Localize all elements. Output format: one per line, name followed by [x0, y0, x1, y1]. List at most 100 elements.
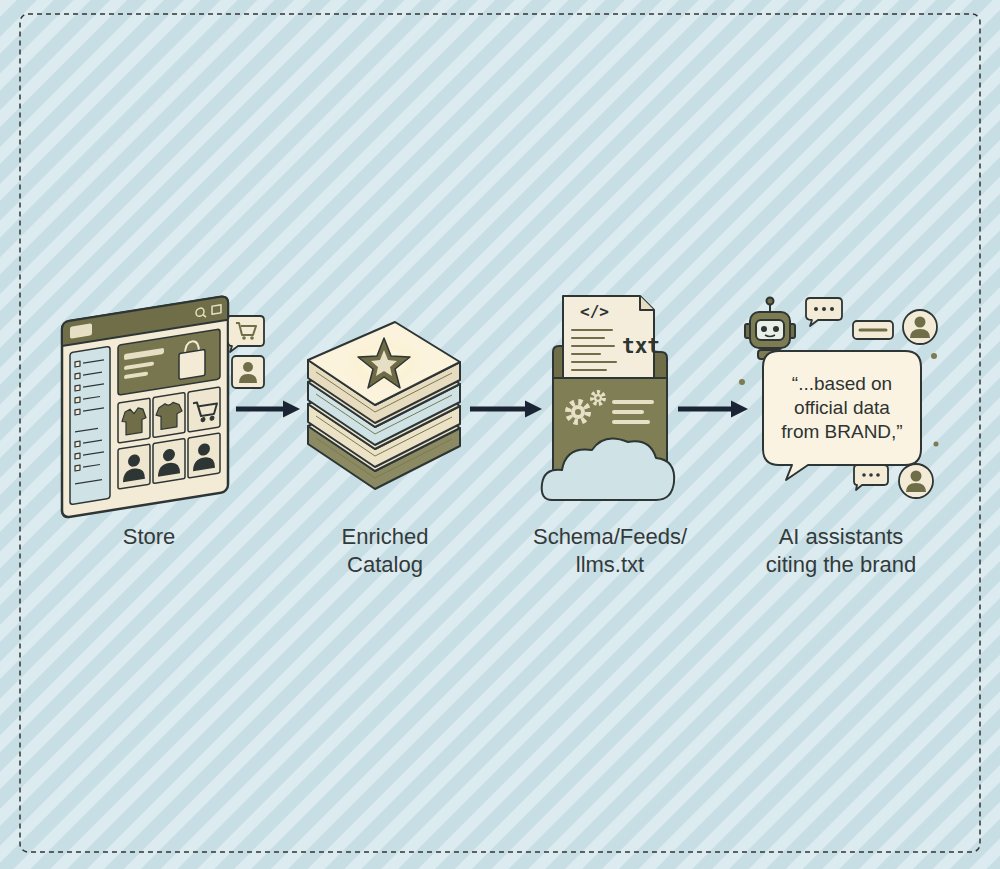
- schema-folder-part-part: [572, 329, 612, 331]
- illustration-node: “...based on official data from BRAND,”A…: [748, 288, 934, 573]
- ai-assistants-part: [756, 320, 784, 340]
- store-window-part-part: [83, 440, 102, 443]
- file-type-label: txt: [622, 334, 660, 358]
- ai-assistants-part: [739, 379, 745, 385]
- code-symbol: </>: [580, 302, 609, 321]
- store-window-part-part: [83, 452, 104, 455]
- ai-assistants-part: [750, 312, 790, 348]
- ai-assistants-part: [934, 442, 939, 447]
- store-window-part-part: [128, 454, 140, 468]
- catalog-stack-part-part: [316, 438, 452, 478]
- store-window-part: [203, 314, 206, 317]
- store-window-part-part: [83, 360, 104, 363]
- store-window-part-part: [118, 444, 150, 489]
- schema-folder-part: [612, 420, 650, 424]
- store-window-part-part: [118, 398, 150, 443]
- store-window-part-part: [193, 399, 217, 417]
- store-window-part-part: [163, 448, 175, 462]
- flow-arrow: [470, 407, 525, 412]
- store-window-part-part: [75, 428, 98, 432]
- store-window-part-part: [83, 408, 104, 411]
- ai-assistants-part: [862, 473, 866, 477]
- illustration-node: Schema/Feeds/ llms.txt: [542, 288, 678, 573]
- schema-folder-part-part: [572, 345, 614, 347]
- ai-assistants-part: [899, 464, 933, 498]
- store-popups-part: [236, 323, 256, 340]
- ai-assistants-part: [915, 317, 926, 328]
- node-caption: Store: [84, 523, 214, 551]
- quote-text: “...based on official data from BRAND,”: [776, 372, 908, 444]
- store-window-part-part: [83, 464, 100, 467]
- schema-folder-part: [542, 438, 674, 500]
- store-window-part: [156, 401, 182, 430]
- speech-bubble-shape: [763, 351, 921, 480]
- catalog-stack-part: [308, 322, 460, 405]
- store-window-part: [124, 361, 154, 370]
- schema-folder-part: [640, 296, 654, 310]
- store-window-part: [75, 357, 104, 484]
- speech-bubble: “...based on official data from BRAND,”: [762, 350, 922, 466]
- store-window-part-part: [75, 453, 80, 459]
- ai-assistants-part: [906, 483, 926, 492]
- ai-assistants-part: [903, 310, 937, 344]
- schema-folder-part: [594, 394, 602, 402]
- ai-assistants-part: [911, 471, 922, 482]
- flow-arrow: [678, 407, 731, 412]
- store-window-part-part: [123, 467, 145, 482]
- ai-assistants-part: [860, 329, 886, 332]
- schema-folder-part: [596, 396, 600, 400]
- ai-assistants-part: [822, 307, 826, 311]
- store-window-part-part: [75, 465, 80, 471]
- store-window-part: [70, 346, 110, 504]
- flow-arrow: [236, 407, 283, 412]
- store-window-part-part: [188, 433, 220, 478]
- node-caption: AI assistants citing the brand: [752, 523, 930, 579]
- catalog-stack-part: [371, 350, 397, 376]
- store-popups-part: [232, 356, 264, 388]
- store-window-part-part: [153, 439, 185, 484]
- ai-assistants-part: [773, 326, 779, 332]
- ai-assistants-part: [869, 473, 873, 477]
- node-caption: Enriched Catalog: [320, 523, 450, 579]
- illustration-node: Enriched Catalog: [300, 288, 470, 573]
- node-caption: Schema/Feeds/ llms.txt: [525, 523, 695, 579]
- store-window-part-part: [75, 409, 80, 415]
- store-window-part: [118, 387, 220, 489]
- dashed-frame: [20, 14, 980, 852]
- store-window-part-part: [193, 456, 215, 471]
- ai-assistants-part: [910, 329, 930, 338]
- schema-folder-part: [572, 330, 616, 370]
- store-window-part-part: [83, 384, 104, 387]
- ai-assistants-part: [761, 326, 767, 332]
- catalog-stack-part-part: [316, 394, 452, 434]
- store-window-part: [70, 323, 92, 338]
- ai-assistants-part: [814, 307, 818, 311]
- store-window-part-part: [210, 416, 214, 421]
- store-window-part-part: [198, 443, 210, 457]
- store-window-part: [179, 349, 205, 379]
- store-popups-part: [239, 374, 257, 383]
- schema-folder-part-part: [572, 353, 600, 355]
- schema-folder: [542, 296, 674, 500]
- schema-folder-part: [592, 392, 604, 404]
- store-window: [62, 296, 228, 518]
- ai-assistants-part: [853, 321, 893, 339]
- schema-folder-part: [612, 400, 654, 404]
- store-window-part: [122, 407, 146, 436]
- store-popups-part-part: [236, 323, 256, 335]
- ai-assistants-part: [765, 335, 775, 337]
- store-popups: [228, 316, 264, 388]
- store-window-part-part: [83, 372, 102, 375]
- store-window-part-part: [75, 397, 80, 403]
- store-window-part: [123, 442, 215, 483]
- store-window-part-part: [75, 480, 102, 484]
- store-window-part: [212, 305, 221, 314]
- ai-assistants-part: [854, 465, 888, 490]
- ai-assistants-part: [876, 473, 880, 477]
- store-window-part-part: [201, 417, 205, 422]
- catalog-stack-part: [338, 333, 430, 393]
- catalog-stack: [308, 322, 460, 489]
- store-popups-part-part: [242, 336, 246, 340]
